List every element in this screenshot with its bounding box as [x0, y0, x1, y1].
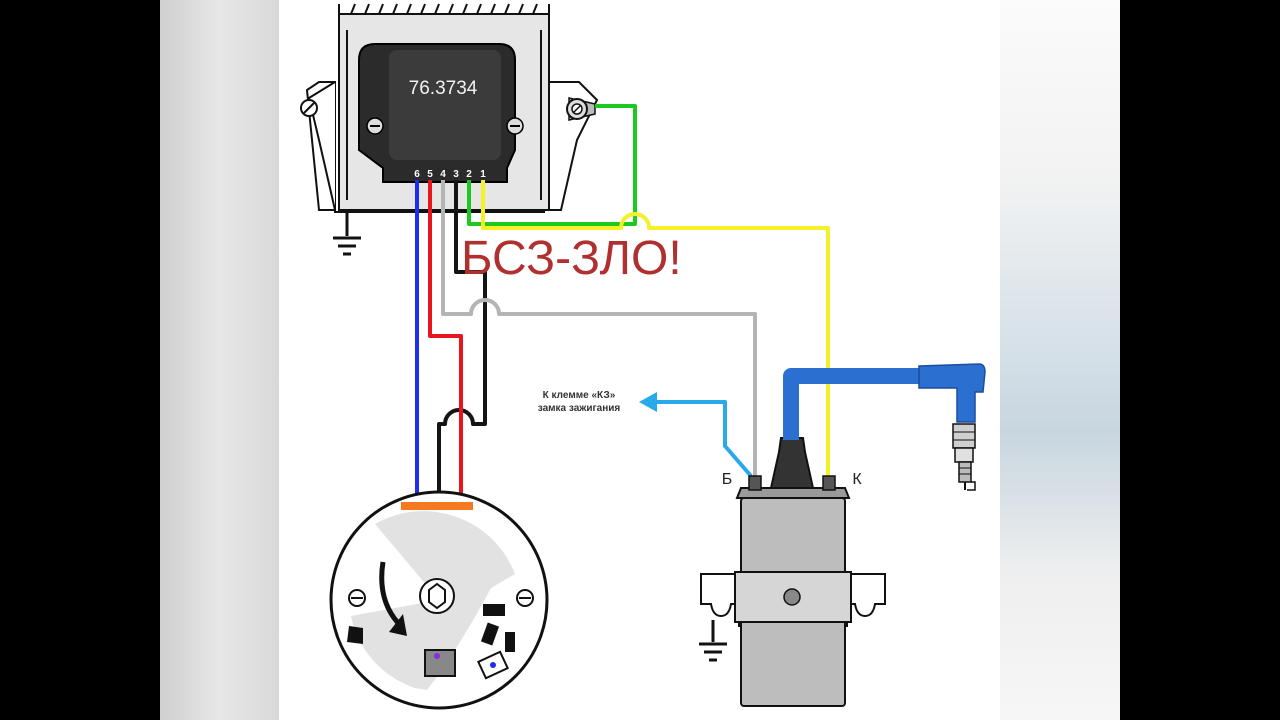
- annotation-line-2: замка зажигания: [538, 403, 621, 414]
- shaft-nut: [419, 578, 455, 614]
- spark-plug: [952, 423, 976, 491]
- plate-screw-right-terminal: [566, 97, 596, 121]
- ground-symbol-module: [333, 212, 361, 256]
- coil-terminal-b-label: Б: [722, 471, 733, 488]
- wire-cyan-ignition: [655, 400, 753, 478]
- pin-label-5: 5: [427, 169, 433, 180]
- rotation-arrow-icon: [379, 561, 401, 626]
- hall-sensor-block-3: [505, 632, 515, 652]
- shutter-sector: [351, 511, 515, 690]
- coil-top-cap: [735, 487, 851, 499]
- pin-label-2: 2: [466, 169, 472, 180]
- ignition-wiring-diagram: 76.3734 6 5 4 3 2 1: [300, 3, 986, 710]
- arrow-head-icon: [639, 392, 657, 412]
- plate-screw-left: [300, 99, 318, 117]
- pin-label-4: 4: [440, 169, 446, 180]
- module-screw-right: [506, 117, 524, 135]
- pin-label-3: 3: [453, 169, 459, 180]
- distributor: [329, 490, 549, 710]
- spark-plug-cap: [918, 363, 986, 423]
- coil-terminal-k-label: К: [852, 471, 862, 488]
- heatsink-fins: [338, 3, 550, 200]
- module-screw-left: [366, 117, 384, 135]
- diagram-canvas: 76.3734 6 5 4 3 2 1: [279, 0, 1000, 720]
- module-model-label: 76.3734: [409, 78, 478, 99]
- hall-sensor-block-1: [483, 604, 505, 616]
- ground-symbol-coil: [699, 620, 727, 662]
- distributor-screw-right: [516, 589, 534, 607]
- coil-hv-tower: [769, 437, 815, 489]
- distributor-screw-left: [348, 589, 366, 607]
- connector-pin-labels: 6 5 4 3 2 1: [414, 169, 486, 180]
- wire-red: [428, 180, 463, 502]
- ignition-coil: Б К: [699, 437, 886, 707]
- wires: [415, 104, 830, 502]
- vacuum-mark: [347, 626, 363, 644]
- adjust-plate: [476, 650, 510, 680]
- hv-lead: [783, 363, 986, 440]
- wire-yellow: [481, 180, 830, 476]
- coil-terminal-b: [748, 475, 762, 491]
- hall-sensor-block-2: [480, 622, 500, 646]
- ignition-module: 76.3734 6 5 4 3 2 1: [300, 3, 599, 213]
- coil-terminal-k: [822, 475, 836, 491]
- hv-wire: [783, 368, 927, 440]
- pin-label-1: 1: [480, 169, 486, 180]
- wire-gray: [441, 180, 757, 476]
- sensor-connector: [424, 649, 456, 677]
- overlay-caption: БСЗ-ЗЛО!: [461, 232, 682, 285]
- pin-label-6: 6: [414, 169, 420, 180]
- left-margin: [160, 0, 279, 720]
- coil-bolt: [783, 588, 801, 606]
- annotation-line-1: К клемме «КЗ»: [543, 390, 616, 401]
- right-margin: [1000, 0, 1120, 720]
- wire-green: [467, 104, 637, 226]
